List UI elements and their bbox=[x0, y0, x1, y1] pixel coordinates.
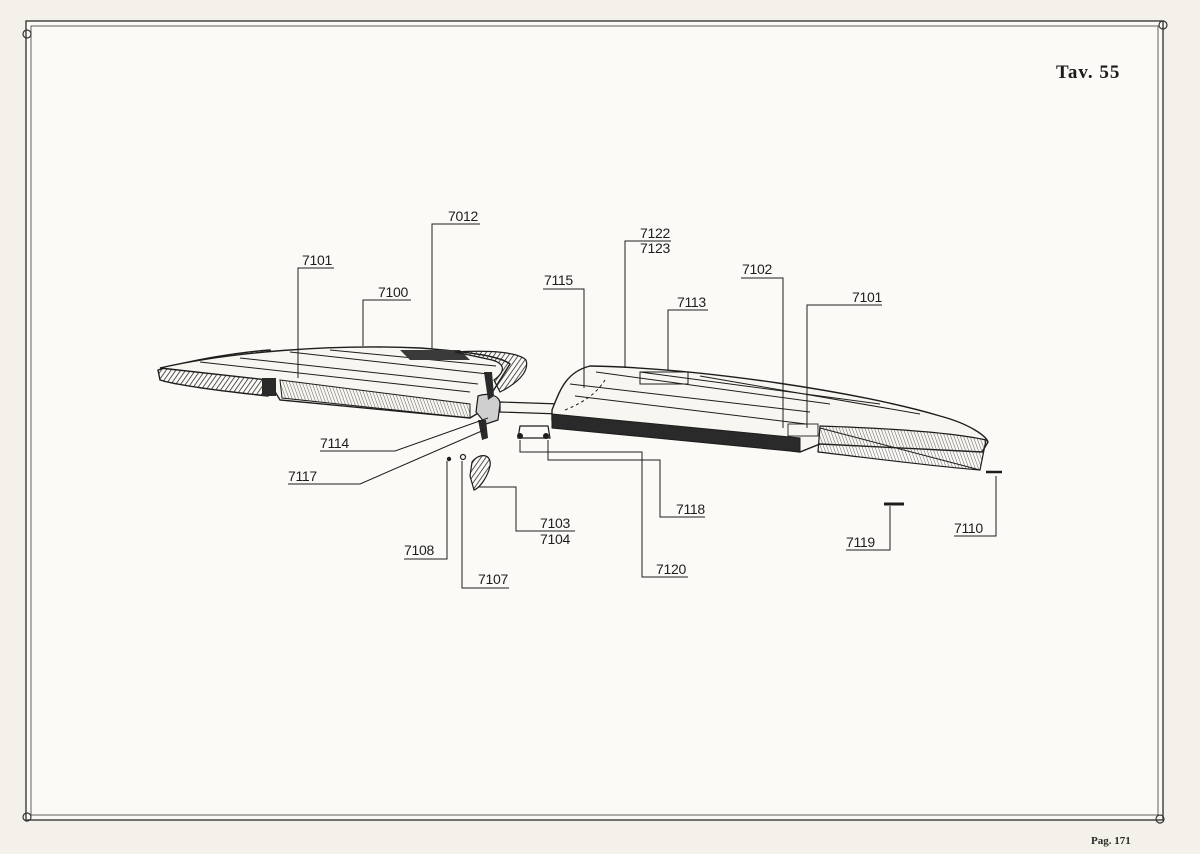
plate-title: Tav. 55 bbox=[1056, 62, 1120, 83]
callout-7107: 7107 bbox=[478, 571, 508, 587]
right-stabilizer bbox=[551, 365, 989, 471]
callout-7108: 7108 bbox=[404, 542, 434, 558]
callout-7101-right: 7101 bbox=[852, 289, 882, 305]
callout-7100: 7100 bbox=[378, 284, 408, 300]
callout-7113: 7113 bbox=[677, 294, 706, 310]
callout-7103: 7103 bbox=[540, 515, 570, 531]
callout-7122: 7122 bbox=[640, 225, 670, 241]
callout-7117: 7117 bbox=[288, 468, 317, 484]
left-stabilizer bbox=[157, 346, 528, 419]
callout-7114: 7114 bbox=[320, 435, 349, 451]
callout-7120: 7120 bbox=[656, 561, 686, 577]
callout-7119: 7119 bbox=[846, 534, 875, 550]
callout-7101-left: 7101 bbox=[302, 252, 332, 268]
callout-7012: 7012 bbox=[448, 208, 478, 224]
callout-7123: 7123 bbox=[640, 240, 670, 256]
callout-7115: 7115 bbox=[544, 272, 573, 288]
page-number: Pag. 171 bbox=[1091, 835, 1131, 847]
callout-7104: 7104 bbox=[540, 531, 570, 547]
callout-7118: 7118 bbox=[676, 501, 705, 517]
callout-7102: 7102 bbox=[742, 261, 772, 277]
callout-7110: 7110 bbox=[954, 520, 983, 536]
loose-parts bbox=[446, 453, 1002, 506]
